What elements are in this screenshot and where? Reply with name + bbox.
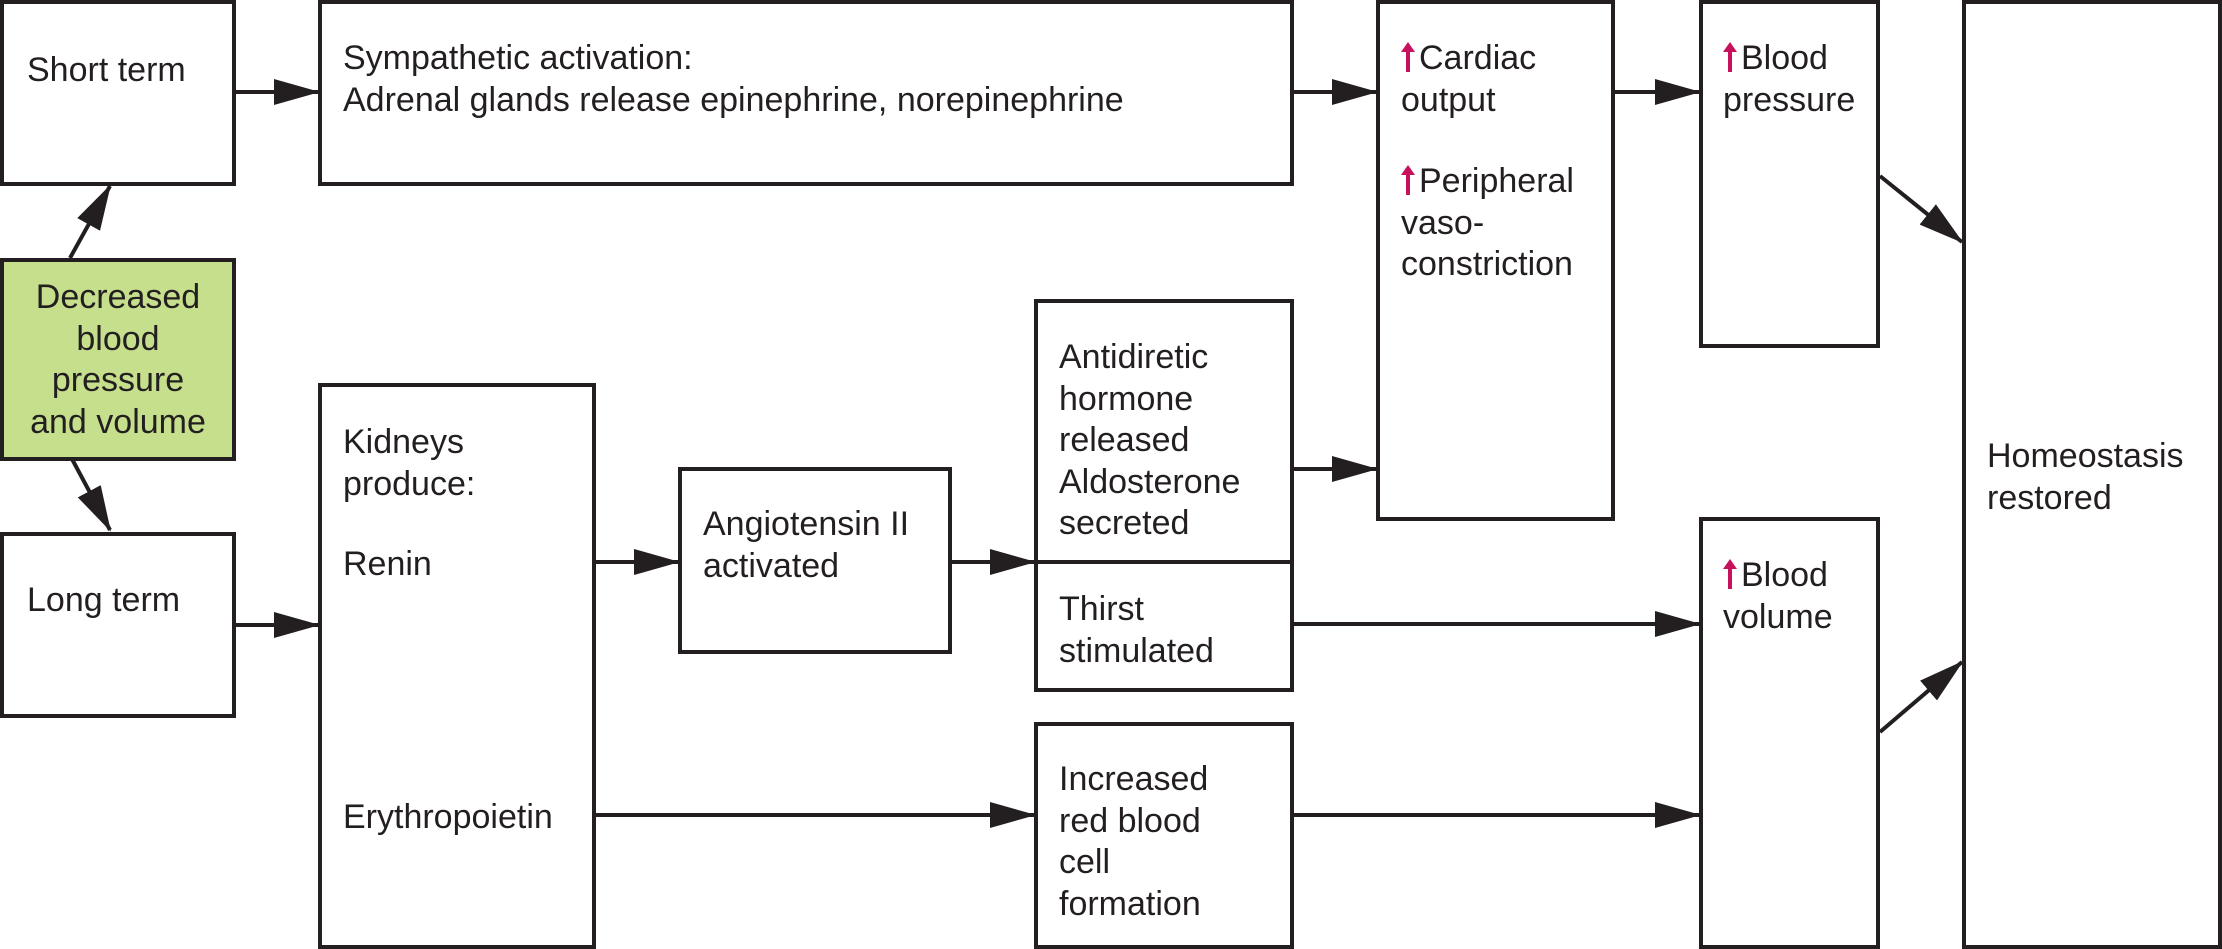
decreased-line-2: blood (76, 319, 160, 358)
up-arrow-icon (1401, 165, 1415, 195)
angiotensin-box: Angiotensin II activated (678, 467, 952, 654)
kidneys-line-1: Kidneys (343, 423, 464, 461)
rbc-line-2: red blood (1059, 801, 1201, 840)
blood-pressure-line-2: pressure (1723, 80, 1856, 119)
decreased-line-1: Decreased (35, 278, 201, 316)
short-term-box: Short term (0, 0, 236, 186)
blood-volume-line-2: volume (1723, 597, 1833, 636)
up-arrow-icon (1723, 559, 1737, 589)
thirst-line-1: Thirst (1059, 590, 1144, 628)
vaso-line-3: constriction (1401, 245, 1573, 283)
up-arrow-icon (1723, 42, 1737, 72)
angiotensin-line-1: Angiotensin II (703, 505, 910, 543)
blood-volume-line-1: Blood (1723, 555, 1870, 597)
blood-volume-box: Blood volume (1699, 517, 1880, 949)
sympathetic-line-2: Adrenal glands release epinephrine, nore… (343, 80, 1124, 119)
rbc-line-1: Increased (1059, 760, 1209, 798)
hormone-thirst-box: Antidiretic hormone released Aldosterone… (1034, 299, 1294, 692)
vaso-line-1: Peripheral (1401, 161, 1605, 203)
decreased-line-3: pressure (51, 361, 185, 399)
arrow-blood-pressure-to-homeostasis (1878, 174, 1964, 244)
short-term-label: Short term (27, 51, 186, 89)
adh-line-2: hormone (1059, 379, 1194, 418)
cardiac-label: Cardiac (1419, 39, 1537, 77)
adh-line-1: Antidiretic (1059, 338, 1209, 376)
erythropoietin-label: Erythropoietin (343, 798, 553, 836)
rbc-line-3: cell (1059, 843, 1111, 881)
thirst-line-2: stimulated (1059, 631, 1214, 670)
adh-line-4: Aldosterone (1059, 462, 1241, 501)
vaso-label: Peripheral (1419, 162, 1574, 200)
cardiac-vaso-box: Cardiac output Peripheral vaso- constric… (1376, 0, 1615, 521)
homeostasis-line-1: Homeostasis (1987, 437, 2184, 475)
arrow-decreased-to-short-term (68, 184, 112, 259)
arrow-blood-volume-to-homeostasis (1878, 660, 1964, 734)
rbc-line-4: formation (1059, 884, 1201, 923)
up-arrow-icon (1401, 42, 1415, 72)
blood-pressure-line-1: Blood (1723, 38, 1870, 80)
cardiac-line-1: Cardiac (1401, 38, 1605, 80)
homeostasis-line-2: restored (1987, 478, 2112, 517)
arrow-decreased-to-long-term (70, 458, 112, 532)
kidneys-produce-box: Kidneys produce: Renin Erythropoietin (318, 383, 596, 949)
vaso-line-2: vaso- (1401, 203, 1485, 242)
kidneys-line-2: produce: (343, 464, 476, 503)
red-blood-cell-formation-box: Increased red blood cell formation (1034, 722, 1294, 949)
long-term-box: Long term (0, 532, 236, 718)
homeostasis-restored-box: Homeostasis restored (1962, 0, 2222, 949)
sympathetic-activation-box: Sympathetic activation: Adrenal glands r… (318, 0, 1294, 186)
renin-label: Renin (343, 545, 432, 583)
blood-pressure-label: Blood (1741, 39, 1828, 77)
cardiac-line-2: output (1401, 80, 1496, 119)
decreased-line-4: and volume (30, 402, 206, 441)
adh-line-5: secreted (1059, 504, 1190, 542)
sympathetic-line-1: Sympathetic activation: (343, 39, 693, 77)
hormone-thirst-divider (1038, 560, 1290, 564)
adh-line-3: released (1059, 421, 1190, 459)
blood-pressure-box: Blood pressure (1699, 0, 1880, 348)
angiotensin-line-2: activated (703, 546, 840, 585)
decreased-blood-pressure-box: Decreased blood pressure and volume (0, 258, 236, 461)
long-term-label: Long term (27, 581, 181, 619)
blood-volume-label: Blood (1741, 556, 1828, 594)
